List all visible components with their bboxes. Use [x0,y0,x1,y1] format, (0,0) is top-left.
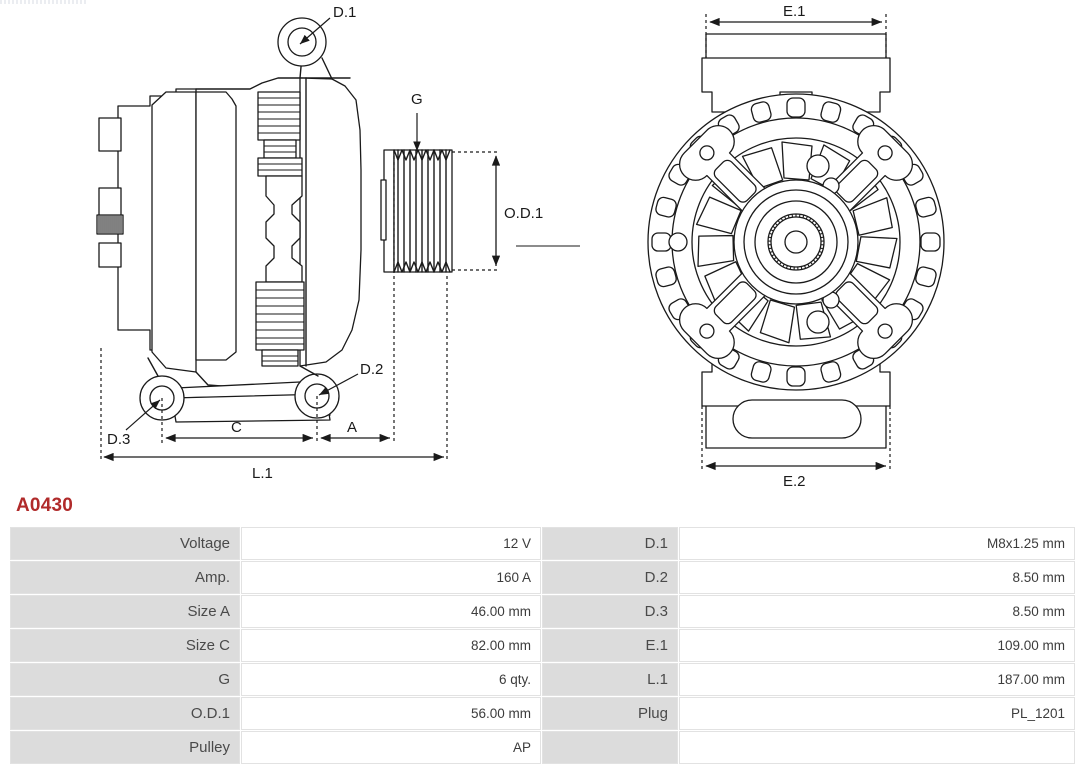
spec-value-left: 6 qty. [241,663,541,696]
top-edge-artifact [0,0,88,4]
spec-label-right: L.1 [542,663,678,696]
spec-value-left: 56.00 mm [241,697,541,730]
spec-value-left: 160 A [241,561,541,594]
spec-value-right: 109.00 mm [679,629,1075,662]
spec-value-right: 8.50 mm [679,561,1075,594]
spec-label-left: Voltage [10,527,240,560]
cooling-fin-stack-lower [255,281,305,367]
label-a: A [347,419,357,436]
drawings-svg: .ln { fill:none; stroke:#1a1a1a; stroke-… [96,3,945,490]
spec-value-right: PL_1201 [679,697,1075,730]
spec-label-left: Amp. [10,561,240,594]
spec-value-left: 12 V [241,527,541,560]
spec-value-right: M8x1.25 mm [679,527,1075,560]
spec-value-right [679,731,1075,764]
callout-d2: D.2 [318,361,383,396]
spec-label-right: Plug [542,697,678,730]
cooling-fin-stack-upper [257,91,303,177]
spec-value-left: AP [241,731,541,764]
spec-value-right: 187.00 mm [679,663,1075,696]
spec-label-right: D.2 [542,561,678,594]
spec-label-right: E.1 [542,629,678,662]
part-number-title: A0430 [16,495,73,516]
label-e2: E.2 [783,473,806,490]
hatched-block [98,215,122,234]
spec-label-left: Pulley [10,731,240,764]
label-l1: L.1 [252,465,273,482]
spec-label-left: Size A [10,595,240,628]
spec-value-left: 82.00 mm [241,629,541,662]
label-e1: E.1 [783,3,806,20]
top-mounting-boss [277,17,333,80]
spec-value-left: 46.00 mm [241,595,541,628]
dimension-a: A [320,150,395,444]
label-d2: D.2 [360,361,383,378]
dimension-l1: L.1 [100,276,448,482]
dimension-od1: O.D.1 [452,151,580,271]
label-d1: D.1 [333,4,356,21]
technical-drawings-area: .ln { fill:none; stroke:#1a1a1a; stroke-… [96,3,945,490]
shaft-step-profile [265,175,303,283]
alternator-front-view: E.1 E.2 [647,3,945,490]
central-hub [733,179,859,305]
spec-label-left: Size C [10,629,240,662]
label-od1: O.D.1 [504,205,543,222]
spline-teeth [767,214,825,270]
alternator-side-view: O.D.1 G D.1 D.2 D.3 [96,4,580,482]
callout-d3: D.3 [107,399,161,448]
dimension-e2: E.2 [701,406,891,490]
dimension-e1: E.1 [705,3,887,58]
spec-label-right [542,731,678,764]
stator-body-group [151,77,351,373]
drive-end-bracket [299,77,362,367]
dimension-c: C [161,396,318,444]
callout-g: G [411,91,423,151]
spec-label-left: O.D.1 [10,697,240,730]
spec-label-left: G [10,663,240,696]
label-c: C [231,419,242,436]
top-housing [701,33,891,113]
spec-label-right: D.3 [542,595,678,628]
label-g: G [411,91,423,108]
spec-label-right: D.1 [542,527,678,560]
spec-value-right: 8.50 mm [679,595,1075,628]
label-d3: D.3 [107,431,130,448]
pulley-group [380,149,453,273]
callout-d1: D.1 [299,4,356,45]
